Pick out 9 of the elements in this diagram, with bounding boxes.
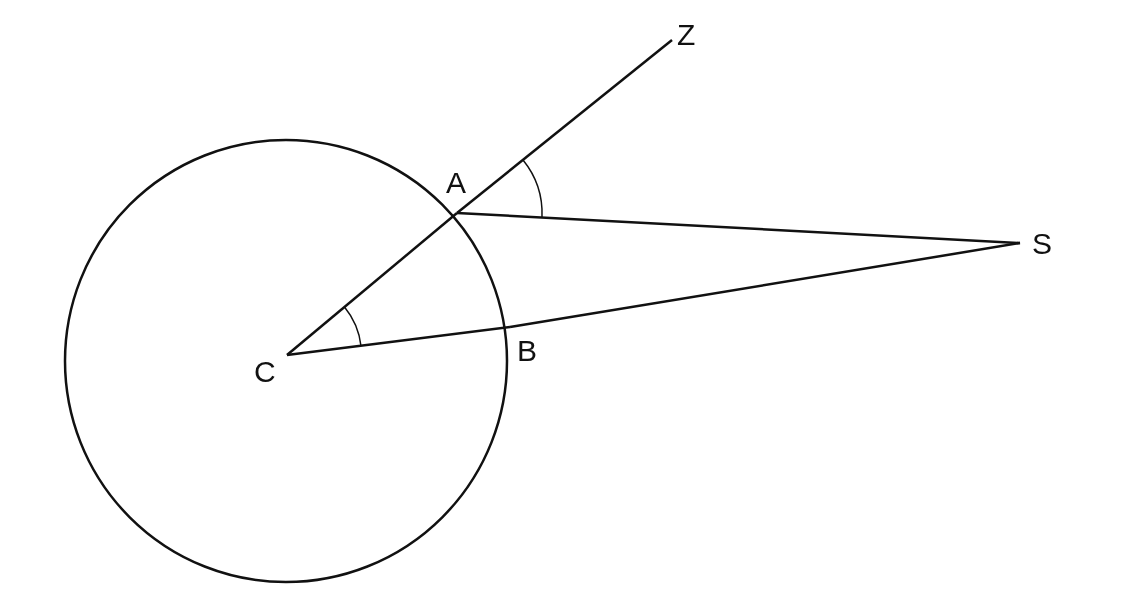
point-label: Z — [677, 20, 696, 50]
line-segment — [509, 241, 1021, 329]
point-label: C — [254, 357, 276, 387]
point-label: B — [517, 336, 537, 366]
line-segment — [456, 39, 673, 214]
line-segment — [286, 212, 458, 356]
point-label: S — [1032, 229, 1052, 259]
line-segment — [286, 325, 511, 357]
point-label: A — [446, 168, 466, 198]
